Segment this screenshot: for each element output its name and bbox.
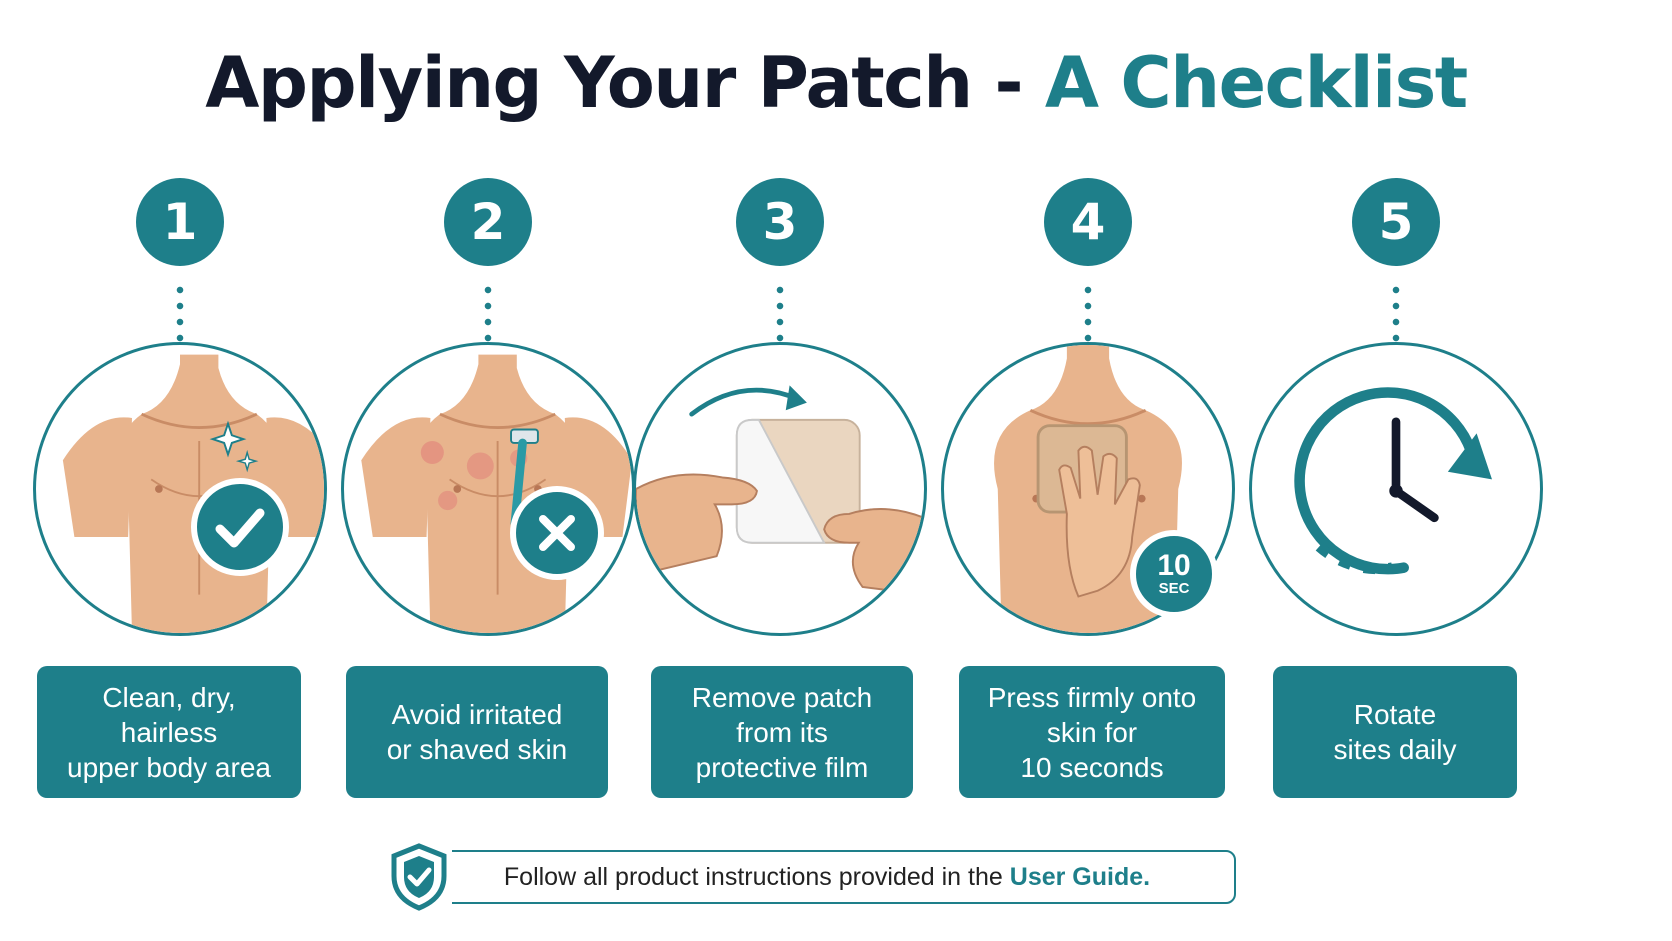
x-icon: [539, 515, 575, 551]
step-number-1: 1: [136, 178, 224, 266]
clock-rotate-icon: [1294, 387, 1492, 575]
timer-badge: 10 SEC: [1130, 530, 1218, 618]
step-connector: [1084, 282, 1092, 342]
x-badge: [510, 486, 604, 580]
step-connector: [1392, 282, 1400, 342]
step-3-label: Remove patch from its protective film: [651, 666, 913, 798]
step-2-illustration: [341, 342, 635, 636]
step-2-label: Avoid irritated or shaved skin: [346, 666, 608, 798]
step-number-2: 2: [444, 178, 532, 266]
step-5-illustration: [1249, 342, 1543, 636]
check-icon: [215, 508, 265, 548]
step-1-illustration: [33, 342, 327, 636]
title-main: Applying Your Patch -: [205, 42, 1045, 124]
step-1-label: Clean, dry, hairless upper body area: [37, 666, 301, 798]
step-connector: [776, 282, 784, 342]
check-badge: [191, 478, 289, 576]
footer-text: Follow all product instructions provided…: [503, 862, 1003, 891]
step-number-4: 4: [1044, 178, 1132, 266]
step-4-label: Press firmly onto skin for 10 seconds: [959, 666, 1225, 798]
shield-check-icon: [386, 840, 452, 914]
title-accent: A Checklist: [1044, 42, 1468, 124]
timer-value: 10: [1157, 549, 1191, 582]
peel-patch-icon: [636, 385, 924, 596]
step-3: 3 Remove patch from its protective film: [630, 178, 930, 818]
step-number-3: 3: [736, 178, 824, 266]
step-5-label: Rotate sites daily: [1273, 666, 1517, 798]
user-guide-link[interactable]: User Guide.: [1009, 862, 1151, 891]
step-5: 5 Rotate sites daily: [1246, 178, 1546, 818]
step-connector: [176, 282, 184, 342]
step-1: 1 Clean, dry, hairless upper body area: [30, 178, 330, 818]
step-4: 4 10 SEC Press firmly onto skin for 10 s…: [938, 178, 1238, 818]
torso-sparkle-icon: [62, 354, 324, 633]
step-3-illustration: [633, 342, 927, 636]
timer-unit: SEC: [1158, 580, 1190, 597]
footer-note: Follow all product instructions provided…: [386, 840, 1236, 914]
step-2: 2 Avoid irritated or shaved skin: [338, 178, 638, 818]
step-number-5: 5: [1352, 178, 1440, 266]
step-connector: [484, 282, 492, 342]
torso-razor-icon: [361, 354, 632, 633]
page-title: Applying Your Patch - A Checklist: [0, 42, 1672, 124]
